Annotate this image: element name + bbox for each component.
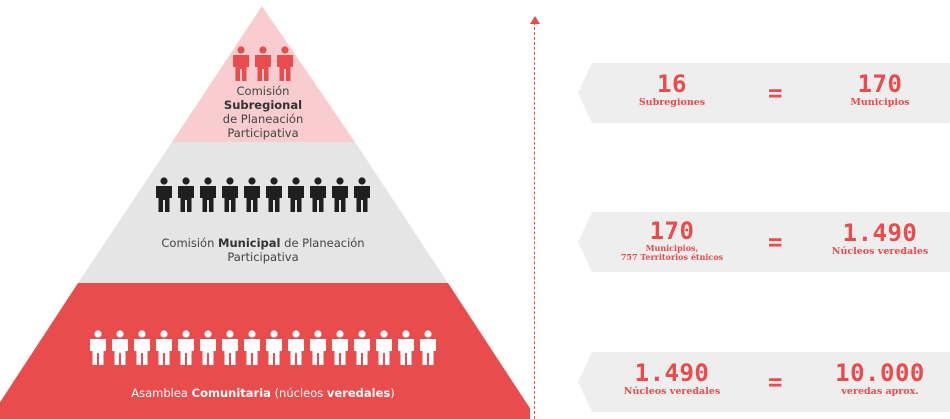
right-term: 1.490 Núcleos veredales: [831, 219, 929, 257]
person-icon: [374, 330, 394, 366]
person-icon: [231, 46, 251, 82]
equivalence-row-subregiones: 16 Subregiones = 170 Municipios: [578, 63, 950, 123]
person-icon: [198, 177, 218, 213]
person-icon: [308, 330, 328, 366]
left-term: 170 Municipios, 757 Territorios étnicos: [620, 217, 724, 262]
arrow-up-icon: [530, 16, 540, 24]
people-group-municipal: [110, 177, 416, 213]
equivalence-row-nucleos: 1.490 Núcleos veredales = 10.000 veredas…: [578, 352, 950, 412]
person-icon: [176, 330, 196, 366]
person-icon: [286, 177, 306, 213]
right-term: 170 Municipios: [850, 70, 910, 108]
person-icon: [330, 177, 350, 213]
person-icon: [242, 177, 262, 213]
equals-sign: =: [768, 228, 783, 256]
person-icon: [242, 330, 262, 366]
equals-sign: =: [768, 368, 783, 396]
person-icon: [352, 177, 372, 213]
person-icon: [88, 330, 108, 366]
dashed-divider-arrow: [534, 22, 535, 419]
label-comision-municipal: Comisión Municipal de Planeación Partici…: [161, 236, 365, 264]
person-icon: [198, 330, 218, 366]
people-group-comunitaria: [60, 330, 466, 366]
person-icon: [264, 330, 284, 366]
right-term: 10.000 veredas aprox.: [835, 359, 925, 397]
label-comision-subregional: Comisión Subregional de Planeación Parti…: [222, 84, 304, 140]
pyramid-diagram: [0, 6, 530, 419]
person-icon: [176, 177, 196, 213]
pyramid-tier-comunitaria: [0, 283, 530, 419]
person-icon: [308, 177, 328, 213]
person-icon: [352, 330, 372, 366]
person-icon: [220, 177, 240, 213]
people-group-subregional: [200, 46, 326, 82]
equals-sign: =: [768, 79, 783, 107]
person-icon: [286, 330, 306, 366]
left-term: 1.490 Núcleos veredales: [623, 359, 721, 397]
person-icon: [330, 330, 350, 366]
person-icon: [418, 330, 438, 366]
pyramid-tier-subregional: [172, 6, 355, 142]
label-asamblea-comunitaria: Asamblea Comunitaria (núcleos veredales): [131, 386, 395, 400]
equivalence-row-municipios: 170 Municipios, 757 Territorios étnicos …: [578, 212, 950, 272]
person-icon: [264, 177, 284, 213]
person-icon: [396, 330, 416, 366]
person-icon: [275, 46, 295, 82]
person-icon: [154, 177, 174, 213]
left-term: 16 Subregiones: [638, 70, 706, 108]
pyramid-tier-municipal: [78, 142, 448, 283]
person-icon: [154, 330, 174, 366]
person-icon: [110, 330, 130, 366]
person-icon: [132, 330, 152, 366]
person-icon: [220, 330, 240, 366]
person-icon: [253, 46, 273, 82]
